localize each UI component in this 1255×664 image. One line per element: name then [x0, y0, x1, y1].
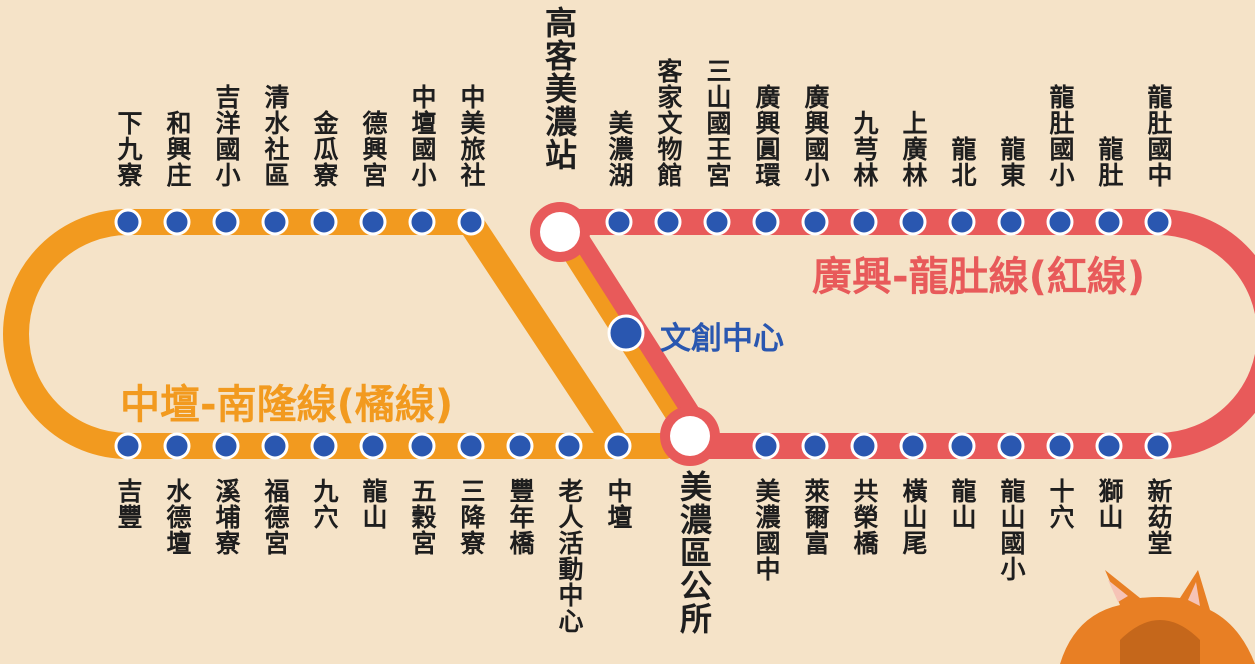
- red-bottom-station-label: 共榮橋: [850, 478, 879, 556]
- orange-bottom-station-dot: [506, 432, 534, 460]
- orange-top-station-label: 清水社區: [261, 84, 290, 188]
- orange-top-station-label: 和興庄: [163, 110, 192, 188]
- orange-bottom-station-label: 九穴: [310, 478, 339, 530]
- orange-bottom-station-dot: [457, 432, 485, 460]
- hub-bottom-label: 美濃區公所: [675, 470, 713, 635]
- orange-bottom-station-dot: [555, 432, 583, 460]
- red-top-station-label: 三山國王宮: [703, 58, 732, 188]
- hub-top-marker-inner: [540, 212, 580, 252]
- red-top-station-dot: [654, 208, 682, 236]
- orange-bottom-station-label: 溪埔寮: [212, 478, 241, 556]
- red-top-station-dot: [1046, 208, 1074, 236]
- orange-bottom-station-dot: [310, 432, 338, 460]
- orange-top-station-label: 金瓜寮: [310, 110, 339, 188]
- red-bottom-station-label: 十穴: [1046, 478, 1075, 530]
- red-bottom-station-dot: [1046, 432, 1074, 460]
- red-top-station-label: 龍肚國中: [1144, 84, 1173, 188]
- orange-top-station-dot: [310, 208, 338, 236]
- center-station-label: 文創中心: [660, 321, 784, 357]
- red-top-station-label: 龍肚: [1095, 136, 1124, 188]
- orange-bottom-station-label: 五穀宮: [408, 478, 437, 556]
- red-line-path: [547, 209, 1255, 459]
- orange-top-station-dot: [261, 208, 289, 236]
- red-bottom-station-label: 獅山: [1095, 478, 1124, 530]
- hub-bottom-marker-inner: [670, 416, 710, 456]
- red-top-station-label: 龍肚國小: [1046, 84, 1075, 188]
- orange-bottom-station-label: 中壇: [604, 478, 633, 530]
- orange-top-station-label: 中壇國小: [408, 84, 437, 188]
- orange-bottom-station-dot: [408, 432, 436, 460]
- orange-bottom-station-dot: [163, 432, 191, 460]
- red-bottom-station-dot: [997, 432, 1025, 460]
- red-bottom-station-label: 龍山: [948, 478, 977, 530]
- red-top-station-label: 龍北: [948, 136, 977, 188]
- red-bottom-station-label: 新苭堂: [1144, 478, 1173, 556]
- orange-top-station-dot: [359, 208, 387, 236]
- orange-bottom-station-dot: [114, 432, 142, 460]
- orange-bottom-station-label: 三降寮: [457, 478, 486, 556]
- red-bottom-station-dot: [948, 432, 976, 460]
- red-top-station-dot: [1095, 208, 1123, 236]
- red-bottom-station-dot: [752, 432, 780, 460]
- red-top-station-dot: [1144, 208, 1172, 236]
- red-bottom-station-dot: [801, 432, 829, 460]
- orange-line-name: 中壇-南隆線(橘線): [120, 382, 454, 428]
- red-top-station-label: 九芎林: [850, 110, 879, 188]
- red-line-name: 廣興-龍肚線(紅線): [812, 254, 1146, 300]
- red-bottom-station-dot: [1095, 432, 1123, 460]
- orange-top-station-dot: [163, 208, 191, 236]
- red-top-station-dot: [850, 208, 878, 236]
- red-bottom-station-dot: [899, 432, 927, 460]
- red-top-station-label: 廣興國小: [801, 84, 830, 188]
- red-top-station-dot: [801, 208, 829, 236]
- red-top-station-label: 上廣林: [899, 110, 928, 188]
- orange-bottom-station-dot: [359, 432, 387, 460]
- red-top-station-dot: [752, 208, 780, 236]
- orange-bottom-station-label: 豐年橋: [506, 478, 535, 556]
- red-bottom-station-label: 橫山尾: [899, 478, 928, 556]
- red-top-station-label: 客家文物館: [654, 58, 683, 188]
- orange-line-connector: [457, 209, 631, 459]
- orange-top-station-dot: [114, 208, 142, 236]
- orange-bottom-station-dot: [261, 432, 289, 460]
- red-top-station-label: 廣興圓環: [752, 84, 781, 188]
- orange-top-station-label: 德興宮: [359, 110, 388, 188]
- red-bottom-station-label: 萊爾富: [801, 478, 830, 556]
- orange-top-station-dot: [212, 208, 240, 236]
- hub-top-label: 高客美濃站: [540, 6, 578, 171]
- red-top-station-label: 龍東: [997, 136, 1026, 188]
- orange-top-station-label: 中美旅社: [457, 84, 486, 188]
- orange-bottom-station-label: 福德宮: [261, 478, 290, 556]
- red-bottom-station-label: 龍山國小: [997, 478, 1026, 582]
- red-top-station-dot: [703, 208, 731, 236]
- red-bottom-station-label: 美濃國中: [752, 478, 781, 582]
- orange-bottom-station-label: 老人活動中心: [555, 478, 584, 634]
- center-station-dot: [607, 314, 645, 352]
- red-top-station-dot: [997, 208, 1025, 236]
- squirrel-mascot-icon: [1060, 570, 1255, 664]
- red-top-station-dot: [605, 208, 633, 236]
- orange-bottom-station-label: 水德壇: [163, 478, 192, 556]
- red-bottom-station-dot: [1144, 432, 1172, 460]
- orange-bottom-station-label: 吉豐: [114, 478, 143, 530]
- orange-bottom-station-label: 龍山: [359, 478, 388, 530]
- red-top-station-dot: [948, 208, 976, 236]
- red-bottom-station-dot: [850, 432, 878, 460]
- red-top-station-dot: [899, 208, 927, 236]
- orange-top-station-label: 下九寮: [114, 110, 143, 188]
- orange-line-path: [3, 209, 678, 459]
- orange-bottom-station-dot: [212, 432, 240, 460]
- red-top-station-label: 美濃湖: [605, 110, 634, 188]
- orange-bottom-station-dot: [604, 432, 632, 460]
- orange-top-station-dot: [457, 208, 485, 236]
- orange-top-station-dot: [408, 208, 436, 236]
- orange-top-station-label: 吉洋國小: [212, 84, 241, 188]
- station-dots: [114, 208, 1172, 460]
